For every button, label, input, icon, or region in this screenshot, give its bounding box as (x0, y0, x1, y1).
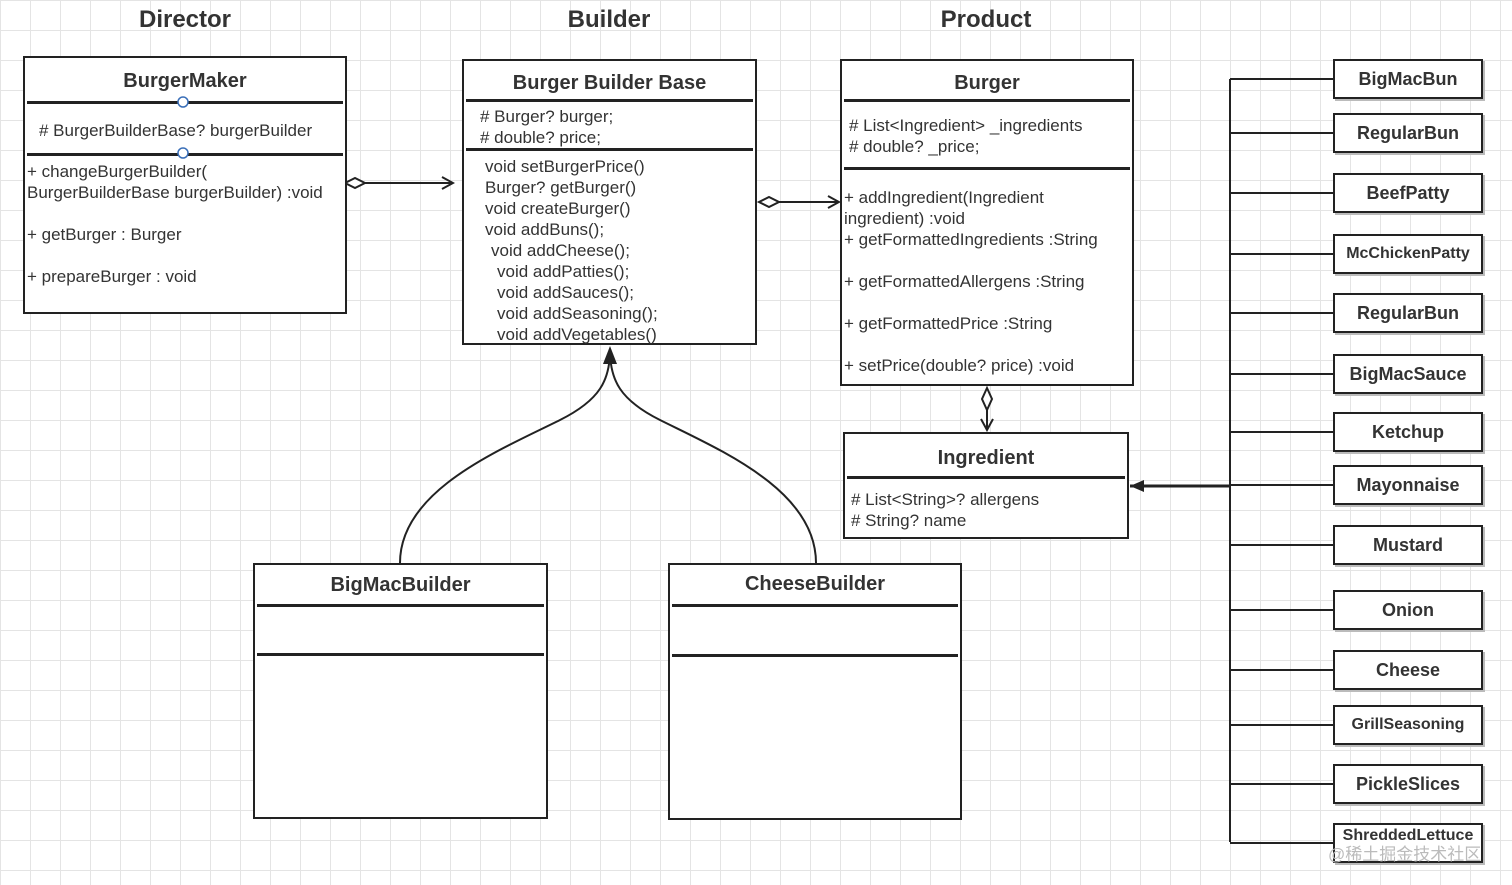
method: + addIngredient(Ingredient (844, 188, 1044, 207)
separator (466, 148, 753, 151)
method: void createBurger() (485, 199, 631, 218)
class-name: BurgerMaker (123, 70, 247, 92)
ingredient-shreddedlettuce[interactable]: ShreddedLettuce (1333, 823, 1483, 863)
separator (466, 99, 753, 102)
method: Burger? getBurger() (485, 178, 637, 197)
heading-product: Product (940, 6, 1032, 33)
method: void setBurgerPrice() (485, 157, 645, 176)
ingredient-mustard[interactable]: Mustard (1333, 525, 1483, 565)
separator (257, 604, 544, 607)
method: BurgerBuilderBase burgerBuilder) :void (27, 183, 323, 202)
method: + getFormattedAllergens :String (844, 272, 1085, 291)
separator (672, 654, 958, 657)
method: + getBurger : Burger (27, 225, 182, 244)
method: void addCheese(); (491, 241, 630, 260)
ingredient-beefpatty[interactable]: BeefPatty (1333, 173, 1483, 213)
class-name: Ingredient (937, 447, 1035, 469)
class-name: Burger Builder Base (512, 72, 707, 94)
separator (847, 476, 1125, 479)
watermark: @稀土掘金技术社区 (1328, 845, 1482, 864)
attribute: # double? _price; (849, 137, 980, 156)
ingredient-bigmacsauce[interactable]: BigMacSauce (1333, 354, 1483, 394)
attribute: # List<String>? allergens (851, 490, 1040, 509)
method: void addSeasoning(); (497, 304, 658, 323)
heading-director: Director (138, 6, 232, 33)
class-burger-maker[interactable]: BurgerMaker # BurgerBuilderBase? burgerB… (23, 56, 347, 314)
method: + prepareBurger : void (27, 267, 197, 286)
class-burger-builder-base[interactable]: Burger Builder Base # Burger? burger; # … (462, 59, 757, 345)
aggregation-burger-to-ingredient (982, 385, 992, 430)
ingredient-ketchup[interactable]: Ketchup (1333, 412, 1483, 452)
ingredient-grillseasoning[interactable]: GrillSeasoning (1333, 705, 1483, 745)
method: void addBuns(); (485, 220, 605, 239)
heading-builder: Builder (567, 6, 651, 33)
class-name: Burger (954, 72, 1020, 94)
class-name: CheeseBuilder (744, 573, 886, 595)
attribute: # double? price; (480, 128, 601, 147)
attribute: # List<Ingredient> _ingredients (849, 116, 1083, 135)
method: + changeBurgerBuilder( (27, 162, 208, 181)
ingredient-onion[interactable]: Onion (1333, 590, 1483, 630)
class-bigmac-builder[interactable]: BigMacBuilder (253, 563, 548, 819)
class-cheese-builder[interactable]: CheeseBuilder (668, 563, 962, 820)
ingredient-bus (1130, 78, 1333, 844)
inheritance-curves (399, 346, 817, 564)
ingredient-mayonnaise[interactable]: Mayonnaise (1333, 465, 1483, 505)
method: void addPatties(); (497, 262, 630, 281)
separator (672, 604, 958, 607)
attribute: # BurgerBuilderBase? burgerBuilder (39, 121, 313, 140)
aggregation-builder-to-burger (756, 197, 839, 207)
method: + getFormattedPrice :String (844, 314, 1053, 333)
class-name: BigMacBuilder (330, 574, 471, 596)
class-ingredient[interactable]: Ingredient # List<String>? allergens # S… (843, 432, 1129, 539)
ingredient-regularbun[interactable]: RegularBun (1333, 113, 1483, 153)
separator (257, 653, 544, 656)
separator (844, 99, 1130, 102)
method: + setPrice(double? price) :void (844, 356, 1075, 375)
separator (844, 167, 1130, 170)
aggregation-maker-to-builder (342, 178, 453, 188)
attribute: # Burger? burger; (480, 107, 614, 126)
class-burger[interactable]: Burger # List<Ingredient> _ingredients #… (840, 59, 1134, 386)
ingredient-bigmacbun[interactable]: BigMacBun (1333, 59, 1483, 99)
port-circles (177, 96, 189, 159)
attribute: # String? name (851, 511, 967, 530)
method: void addVegetables() (497, 325, 657, 344)
method: + getFormattedIngredients :String (844, 230, 1098, 249)
ingredient-pickleslices[interactable]: PickleSlices (1333, 764, 1483, 804)
method: void addSauces(); (497, 283, 635, 302)
method: ingredient) :void (844, 209, 965, 228)
ingredient-regularbun-2[interactable]: RegularBun (1333, 293, 1483, 333)
ingredient-mcchickenpatty[interactable]: McChickenPatty (1333, 234, 1483, 274)
ingredient-cheese[interactable]: Cheese (1333, 650, 1483, 690)
